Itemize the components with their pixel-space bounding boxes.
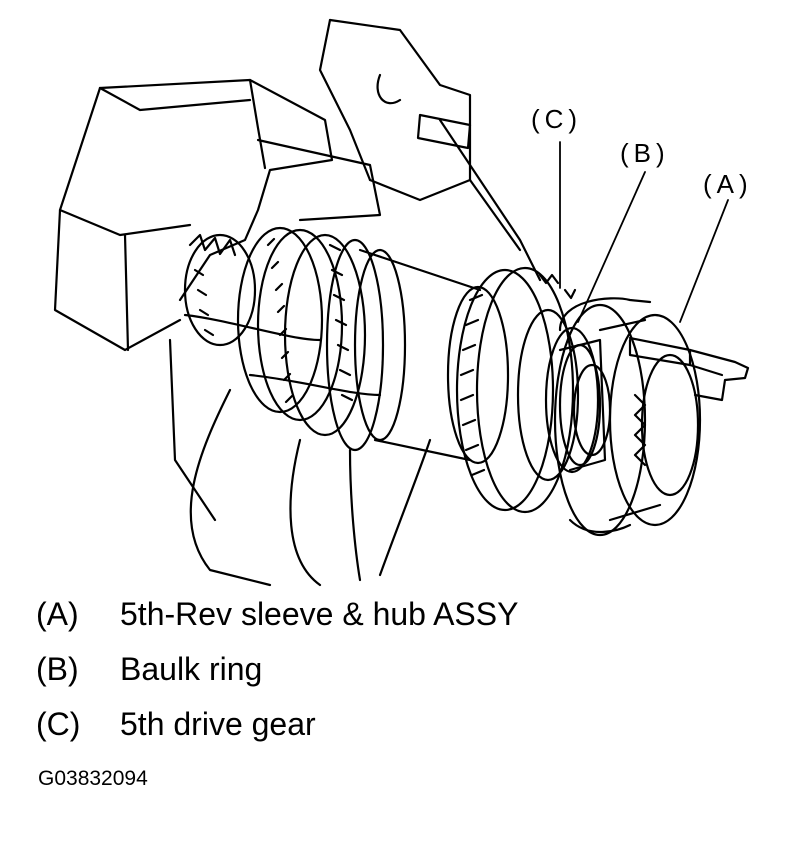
- legend-letter-b: (B): [36, 651, 79, 687]
- legend-item-b: (B) Baulk ring: [36, 649, 262, 689]
- callout-a: (A): [703, 169, 753, 199]
- legend-letter-c: (C): [36, 706, 81, 742]
- fifth-drive-gear: [455, 266, 580, 514]
- left-gear-pack: [183, 226, 385, 452]
- callout-c: (C): [531, 104, 582, 134]
- legend-letter-a: (A): [36, 596, 79, 632]
- leader-line-a: [679, 199, 729, 323]
- legend-item-c: (C) 5th drive gear: [36, 704, 316, 744]
- callout-b: (B): [620, 138, 670, 168]
- main-shaft: [183, 248, 510, 465]
- legend-text-a: 5th-Rev sleeve & hub ASSY: [120, 596, 519, 632]
- figure-id: G03832094: [38, 767, 148, 790]
- leader-lines: [559, 141, 729, 323]
- transmission-case: [53, 18, 542, 587]
- legend-item-a: (A) 5th-Rev sleeve & hub ASSY: [36, 594, 518, 634]
- leader-line-b: [577, 171, 646, 323]
- legend-text-c: 5th drive gear: [120, 706, 316, 742]
- legend-text-b: Baulk ring: [120, 651, 263, 687]
- transmission-gear-illustration: (C) (B) (A): [53, 18, 753, 587]
- sleeve-hub-assy: [553, 297, 750, 537]
